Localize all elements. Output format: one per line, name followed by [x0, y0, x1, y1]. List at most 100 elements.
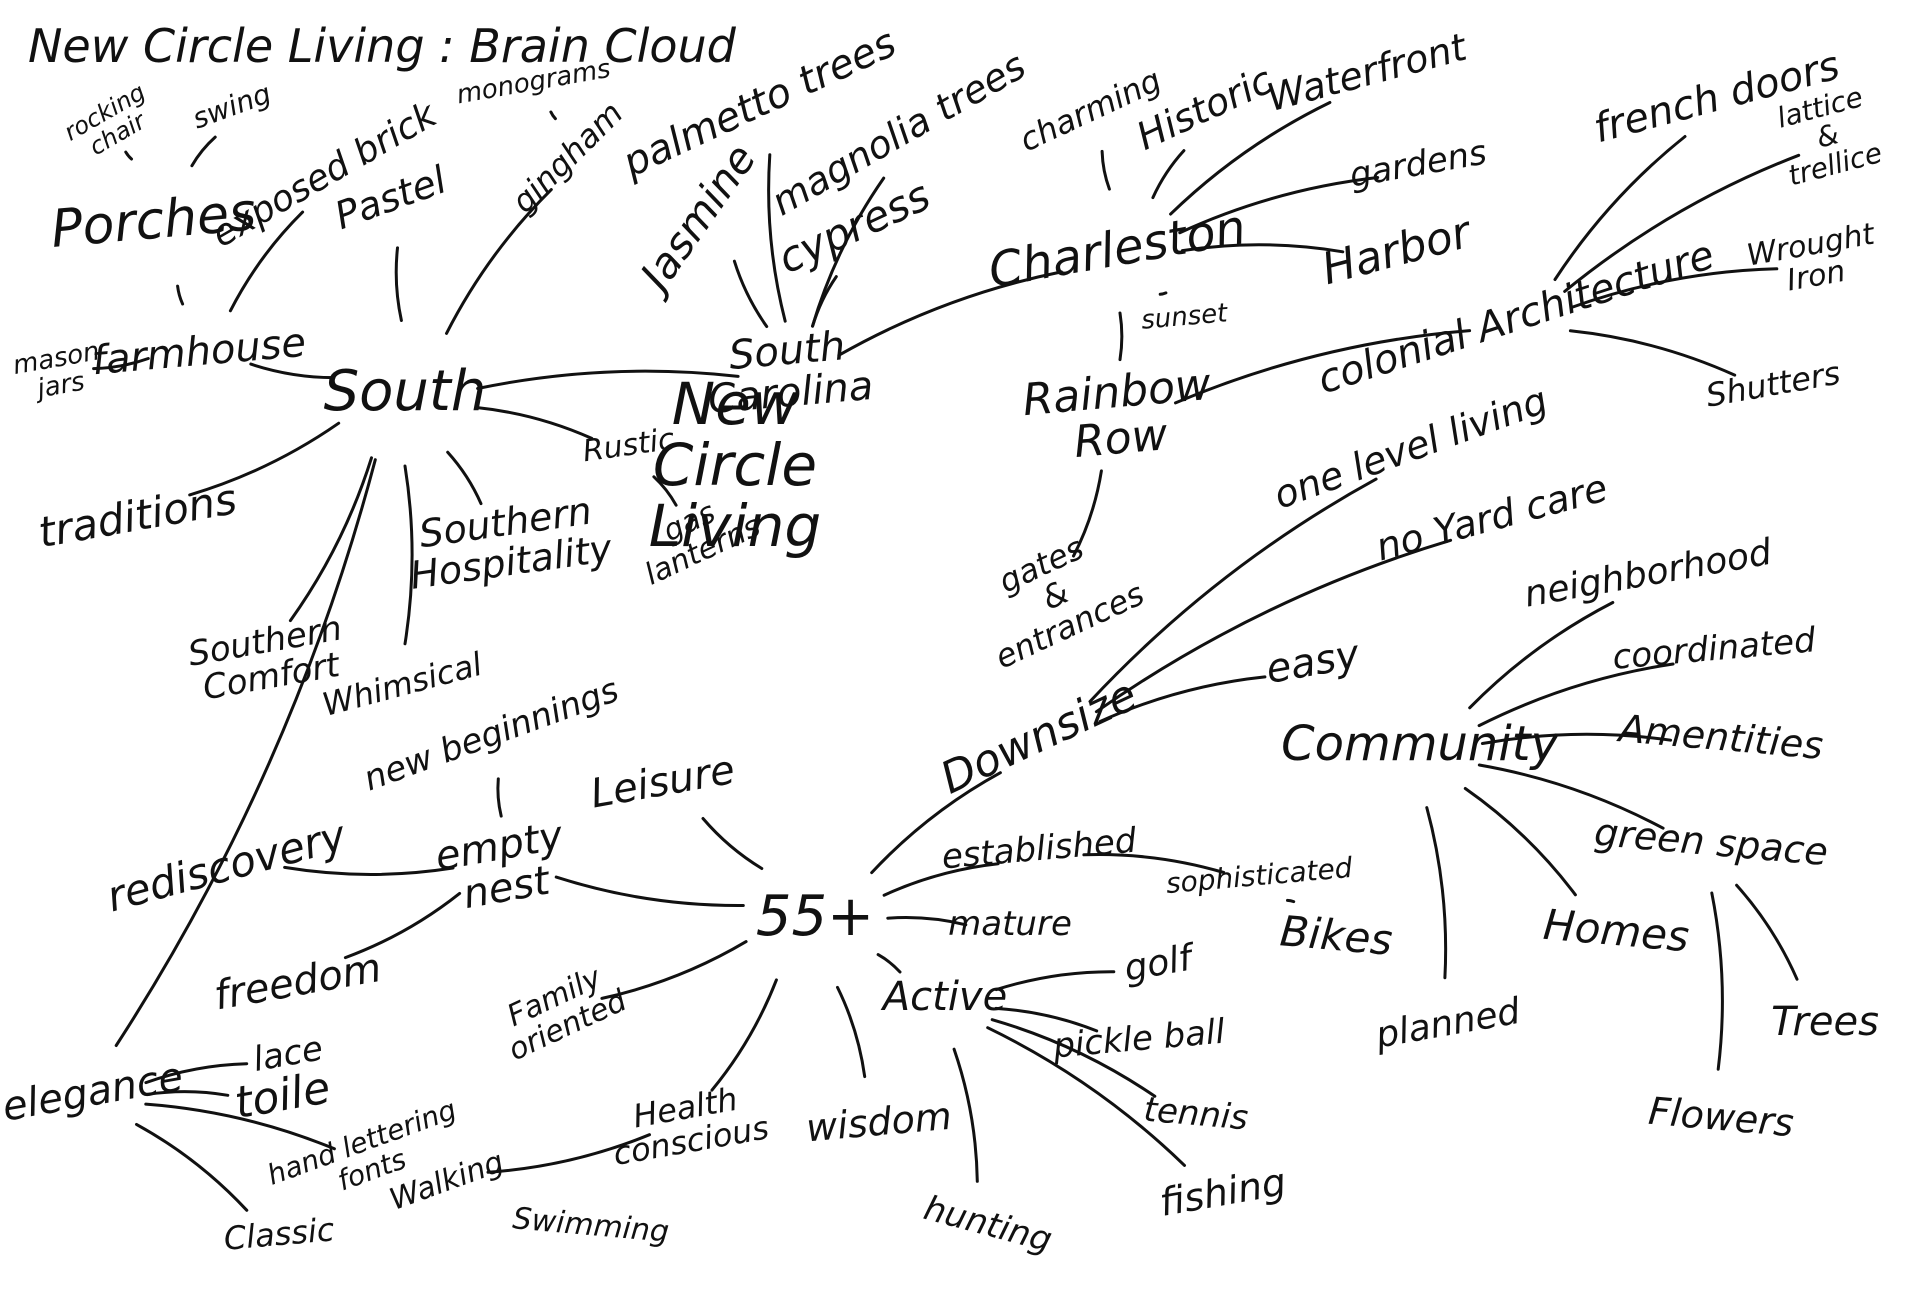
node-gingham: gingham	[504, 94, 630, 220]
node-community: Community	[1281, 716, 1559, 772]
connector-fifty-five-plus-leisure	[701, 817, 764, 870]
connector-elegance-toile	[145, 1090, 230, 1097]
connector-charleston-sunset	[1158, 291, 1168, 296]
connector-elegance-classic	[135, 1122, 249, 1212]
node-gates-entrances: gates&entrances	[961, 514, 1150, 677]
connector-gingham-monograms	[549, 110, 557, 121]
node-downsize: Downsize	[933, 669, 1145, 804]
connector-south-carolina-cypress	[811, 275, 838, 328]
page-title: New Circle Living : Brain Cloud	[28, 19, 737, 73]
node-trees: Trees	[1771, 999, 1879, 1045]
node-southern-hospitality: SouthernHospitality	[402, 486, 615, 597]
connector-south-farmhouse	[249, 362, 336, 380]
connector-community-neighborhood	[1468, 601, 1615, 710]
node-coordinated: coordinated	[1611, 620, 1818, 678]
node-elegance: elegance	[0, 1054, 186, 1131]
connector-community-green-space	[1477, 763, 1665, 830]
node-south: South	[324, 359, 487, 424]
connector-fifty-five-plus-downsize	[870, 771, 1002, 875]
connector-farmhouse-exposed-brick	[228, 210, 305, 313]
connector-active-fishing	[986, 1026, 1186, 1167]
connector-south-rustic	[474, 406, 594, 440]
connector-south-south-carolina	[476, 369, 740, 390]
node-empty-nest: emptynest	[432, 812, 575, 921]
connector-south-southern-hospitality	[446, 450, 483, 506]
connector-south-gingham	[445, 188, 553, 335]
node-sophisticated: sophisticated	[1165, 851, 1354, 900]
node-established: established	[940, 821, 1138, 878]
connector-health-conscious-walking	[486, 1133, 651, 1174]
connector-south-whimsical	[403, 464, 414, 646]
node-wrought-iron: WroughtIron	[1744, 217, 1883, 305]
node-freedom: freedom	[211, 945, 385, 1020]
node-sunset: sunset	[1140, 298, 1229, 335]
connector-colonial-architecture-french-doors	[1553, 135, 1687, 281]
node-pickleball: pickle ball	[1051, 1012, 1227, 1067]
connector-south-carolina-palmetto-trees	[767, 153, 787, 323]
connector-community-homes	[1463, 787, 1577, 897]
connector-south-southern-comfort	[288, 456, 373, 623]
connector-fifty-five-plus-active	[876, 953, 902, 974]
node-swing: swing	[188, 77, 275, 136]
connector-active-pickleball	[994, 1006, 1099, 1033]
node-fifty-five-plus: 55+	[756, 884, 874, 949]
connector-established-sophisticated	[1082, 853, 1226, 874]
node-leisure: Leisure	[587, 747, 738, 818]
connector-community-planned	[1425, 806, 1448, 980]
node-harbor: Harbor	[1317, 206, 1479, 295]
node-active: Active	[880, 974, 1007, 1020]
connector-charleston-gardens	[1178, 176, 1380, 235]
node-family-oriented: Familyoriented	[490, 954, 633, 1068]
connector-empty-nest-new-beginnings	[496, 777, 503, 818]
connector-green-space-trees	[1735, 883, 1799, 981]
connector-elegance-lace	[144, 1062, 249, 1085]
connector-fifty-five-plus-health-conscious	[710, 978, 778, 1092]
connector-fifty-five-plus-established	[882, 862, 1000, 897]
connector-farmhouse-porches	[176, 284, 185, 306]
node-green-space: green space	[1593, 810, 1830, 874]
node-fishing: fishing	[1156, 1159, 1289, 1224]
node-rocking-chair: rockingchair	[59, 78, 162, 168]
node-shutters: Shutters	[1703, 354, 1843, 415]
node-no-yard-care: no Yard care	[1371, 465, 1612, 569]
connector-empty-nest-rediscovery	[283, 865, 455, 876]
node-mature: mature	[948, 904, 1072, 944]
connector-charleston-waterfront	[1169, 101, 1332, 216]
node-traditions: traditions	[35, 474, 241, 557]
node-amenities: Amentities	[1614, 706, 1825, 768]
node-planned: planned	[1372, 991, 1525, 1057]
connector-charleston-harbor	[1180, 243, 1345, 254]
connector-south-pastel	[394, 246, 403, 322]
connector-community-coordinated	[1477, 662, 1675, 728]
node-rediscovery: rediscovery	[102, 810, 352, 921]
connector-colonial-architecture-shutters	[1568, 329, 1737, 377]
connector-downsize-no-yard-care	[1094, 538, 1453, 714]
node-easy: easy	[1263, 631, 1365, 693]
connector-active-golf	[994, 970, 1116, 992]
connector-charleston-rainbow-row	[1118, 311, 1124, 362]
connector-fifty-five-plus-empty-nest	[554, 875, 745, 908]
connector-rainbow-row-colonial-architecture	[1174, 329, 1472, 405]
node-toile: toile	[231, 1062, 334, 1129]
connector-south-traditions	[188, 421, 341, 497]
node-neighborhood: neighborhood	[1521, 532, 1775, 616]
node-farmhouse: farmhouse	[90, 320, 308, 385]
node-flowers: Flowers	[1647, 1089, 1796, 1146]
connector-downsize-easy	[1098, 675, 1267, 723]
node-waterfront: Waterfront	[1262, 24, 1472, 120]
connector-empty-nest-freedom	[343, 891, 462, 960]
node-golf: golf	[1121, 937, 1200, 990]
connector-fifty-five-plus-mature	[886, 916, 968, 927]
node-wisdom: wisdom	[804, 1094, 953, 1151]
node-homes: Homes	[1541, 900, 1691, 962]
node-swimming: Swimming	[511, 1201, 670, 1250]
connector-active-hunting	[952, 1047, 979, 1183]
connector-charleston-historic	[1151, 149, 1186, 200]
connector-porches-rocking-chair	[124, 150, 133, 161]
connector-farmhouse-mason-jars	[92, 357, 150, 371]
connector-active-tennis	[990, 1018, 1157, 1098]
connector-charleston-charming	[1100, 149, 1111, 191]
